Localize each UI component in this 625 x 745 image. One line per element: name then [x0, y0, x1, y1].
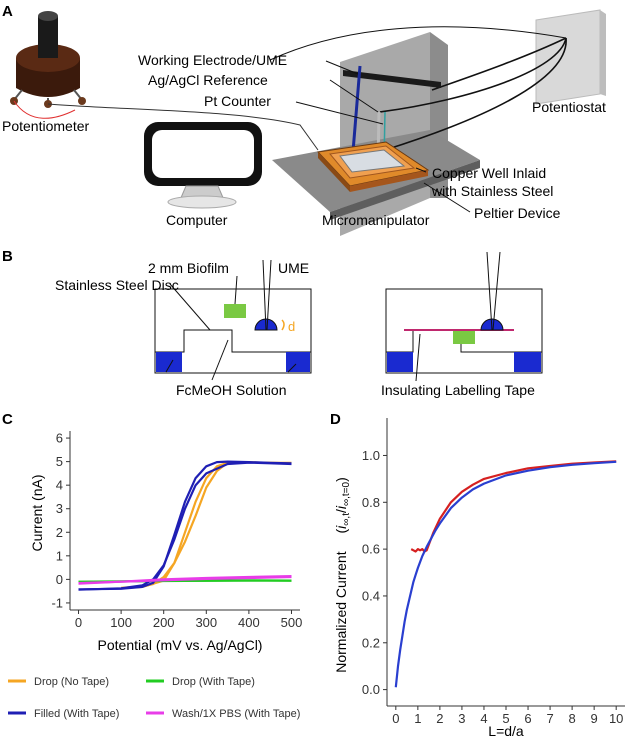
steel-disc-label: Stainless Steel Disc	[55, 277, 179, 293]
legend-label: Drop (No Tape)	[34, 676, 109, 688]
chart-d-xlabel: L=d/a	[488, 723, 524, 739]
potentiometer-label: Potentiometer	[2, 118, 89, 134]
panel-b-leaders	[165, 275, 421, 382]
d-label: d	[288, 319, 295, 334]
chart-d-x-tick-label: 4	[480, 711, 487, 726]
copper-well-label-1: Copper Well Inlaid	[432, 165, 546, 181]
red-wire	[13, 100, 76, 119]
electrode-holder	[343, 70, 441, 88]
chart-d-x-tick-label: 9	[591, 711, 598, 726]
cable-ce	[384, 37, 567, 151]
chart-c: C Potential (mV vs. Ag/AgCl) Current (nA…	[2, 411, 302, 653]
copper-well-label-2: with Stainless Steel	[431, 183, 553, 199]
chart-d-x-tick-label: 7	[546, 711, 553, 726]
panel-a-letter: A	[2, 3, 13, 20]
cable-top	[269, 26, 567, 61]
chart-c-y-tick-label: 4	[56, 478, 63, 493]
chart-c-series-line-0-0	[121, 461, 292, 590]
chart-c-x-tick-label: 300	[195, 615, 217, 630]
chart-d-series-line-1-0	[394, 460, 617, 688]
chart-d-x-tick-label: 10	[609, 711, 623, 726]
chart-d-x-tick-label: 0	[392, 711, 399, 726]
panel-b: B d	[2, 248, 543, 398]
chart-d-y-tick-label: 0.0	[362, 682, 380, 697]
panel-a-leaders	[295, 60, 471, 213]
legend-label: Drop (With Tape)	[172, 676, 255, 688]
potentiostat-label: Potentiostat	[532, 99, 606, 115]
solution-label: FcMeOH Solution	[176, 382, 286, 398]
chart-c-x-tick-label: 0	[75, 615, 82, 630]
panel-b-letter: B	[2, 248, 13, 265]
computer-icon	[144, 122, 262, 209]
chart-c-y-tick-label: 6	[56, 431, 63, 446]
panel-a: A Potentiometer Computer	[2, 3, 606, 236]
chart-c-x-tick-label: 500	[281, 615, 303, 630]
chart-c-legend: Drop (No Tape) Drop (With Tape) Filled (Wi…	[8, 676, 300, 720]
chart-c-y-tick-label: 2	[56, 525, 63, 540]
micromanipulator-stand	[272, 32, 480, 236]
chart-d-x-tick-label: 5	[502, 711, 509, 726]
chart-c-ylabel: Current (nA)	[29, 474, 45, 551]
copper-well	[316, 141, 430, 192]
micromanipulator-label: Micromanipulator	[322, 212, 430, 228]
chart-d-y-tick-label: 1.0	[362, 448, 380, 463]
chart-c-x-tick-label: 100	[110, 615, 132, 630]
chart-d-x-tick-label: 8	[568, 711, 575, 726]
legend-label: Wash/1X PBS (With Tape)	[172, 708, 300, 720]
chart-d-x-tick-label: 6	[524, 711, 531, 726]
chart-c-y-tick-label: -1	[51, 595, 63, 610]
computer-label: Computer	[166, 212, 228, 228]
peltier-label: Peltier Device	[474, 205, 561, 221]
chart-d-ylabel-text: Normalized Current	[333, 551, 349, 672]
chart-c-x-tick-label: 200	[153, 615, 175, 630]
working-electrode-label: Working Electrode/UME	[138, 52, 287, 68]
potentiometer-icon	[10, 11, 86, 108]
cable-we	[431, 37, 567, 91]
chart-c-x-tick-label: 400	[238, 615, 260, 630]
chart-d-x-tick-label: 2	[436, 711, 443, 726]
cell-no-tape	[154, 259, 312, 374]
biofilm-label: 2 mm Biofilm	[148, 260, 229, 276]
chart-c-y-tick-label: 5	[56, 454, 63, 469]
chart-d-y-tick-label: 0.6	[362, 542, 380, 557]
chart-c-xlabel: Potential (mV vs. Ag/AgCl)	[98, 637, 263, 653]
cable-re	[379, 37, 567, 113]
chart-d-ylabel-group: Normalized Current (i∞,t/i∞,t=0)	[333, 477, 352, 673]
chart-d-ylabel: Normalized Current (i∞,t/i∞,t=0)	[333, 477, 352, 673]
potentiometer-wire	[47, 103, 319, 151]
chart-c-series-line-2-0	[78, 460, 292, 591]
chart-c-letter: C	[2, 411, 13, 428]
chart-d-y-tick-label: 0.8	[362, 495, 380, 510]
chart-c-y-tick-label: 3	[56, 501, 63, 516]
chart-d-y-tick-label: 0.4	[362, 588, 380, 603]
chart-d-x-tick-label: 3	[458, 711, 465, 726]
cell-with-tape	[385, 251, 543, 374]
legend-label: Filled (With Tape)	[34, 708, 119, 720]
chart-d-series-line-0-0	[410, 460, 617, 553]
chart-d: D L=d/a Normalized Current (i∞,t/i∞,t=0)…	[330, 411, 625, 739]
chart-d-x-tick-label: 1	[414, 711, 421, 726]
chart-c-series-line-3-1	[78, 575, 292, 585]
potentiostat-icon	[535, 9, 606, 105]
chart-c-series-line-2-1	[78, 461, 292, 591]
chart-c-series-line-0-1	[121, 461, 292, 589]
chart-c-y-tick-label: 0	[56, 572, 63, 587]
chart-c-y-tick-label: 1	[56, 548, 63, 563]
ume-label: UME	[278, 260, 309, 276]
counter-label: Pt Counter	[204, 93, 271, 109]
reference-label: Ag/AgCl Reference	[148, 72, 268, 88]
chart-d-y-tick-label: 0.2	[362, 635, 380, 650]
chart-d-letter: D	[330, 411, 341, 428]
tape-label: Insulating Labelling Tape	[381, 382, 535, 398]
